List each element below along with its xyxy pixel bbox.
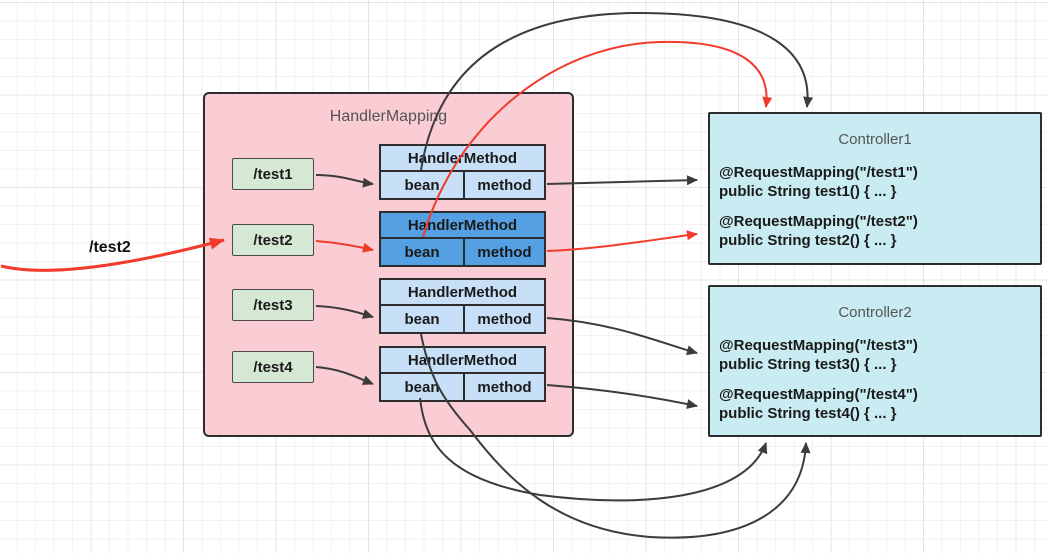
- bean-cell-test4: bean: [381, 374, 465, 400]
- handler-method-table-test4: HandlerMethod bean method: [379, 346, 546, 402]
- handler-method-table-test2: HandlerMethod bean method: [379, 211, 546, 267]
- handler-mapping-title: HandlerMapping: [329, 108, 448, 125]
- method-cell-test3: method: [477, 310, 532, 328]
- controller1-method-test1: @RequestMapping("/test1") public String …: [719, 163, 918, 201]
- handler-method-title: HandlerMethod: [381, 348, 544, 374]
- controller1-method-test2: @RequestMapping("/test2") public String …: [719, 212, 918, 250]
- bean-cell-test3: bean: [381, 306, 465, 332]
- bean-cell-test2: bean: [381, 239, 465, 265]
- controller1-box: Controller1 @RequestMapping("/test1") pu…: [708, 112, 1042, 265]
- path-box-test4: /test4: [232, 351, 314, 383]
- signature-test4: public String test4() { ... }: [719, 405, 897, 422]
- controller2-method-test3: @RequestMapping("/test3") public String …: [719, 336, 918, 374]
- annotation-test2: @RequestMapping("/test2"): [719, 213, 918, 230]
- annotation-test1: @RequestMapping("/test1"): [719, 164, 918, 181]
- signature-test3: public String test3() { ... }: [719, 356, 897, 373]
- controller2-method-test4: @RequestMapping("/test4") public String …: [719, 385, 918, 423]
- path-box-test1: /test1: [232, 158, 314, 190]
- signature-test2: public String test2() { ... }: [719, 232, 897, 249]
- method-cell-test1: method: [477, 176, 532, 194]
- method-cell-test4: method: [477, 378, 532, 396]
- handler-method-title: HandlerMethod: [381, 146, 544, 172]
- incoming-request-label: /test2: [89, 239, 131, 256]
- controller2-title: Controller2: [838, 304, 912, 321]
- annotation-test4: @RequestMapping("/test4"): [719, 386, 918, 403]
- path-box-test2: /test2: [232, 224, 314, 256]
- handler-method-table-test3: HandlerMethod bean method: [379, 278, 546, 334]
- controller2-box: Controller2 @RequestMapping("/test3") pu…: [708, 285, 1042, 437]
- handler-method-table-test1: HandlerMethod bean method: [379, 144, 546, 200]
- handler-method-title: HandlerMethod: [381, 213, 544, 239]
- handler-mapping-container: HandlerMapping /test1 /test2 /test3 /tes…: [203, 92, 574, 437]
- annotation-test3: @RequestMapping("/test3"): [719, 337, 918, 354]
- handler-method-title: HandlerMethod: [381, 280, 544, 306]
- signature-test1: public String test1() { ... }: [719, 183, 897, 200]
- controller1-title: Controller1: [838, 131, 912, 148]
- method-cell-test2: method: [477, 243, 532, 261]
- bean-cell-test1: bean: [381, 172, 465, 198]
- path-box-test3: /test3: [232, 289, 314, 321]
